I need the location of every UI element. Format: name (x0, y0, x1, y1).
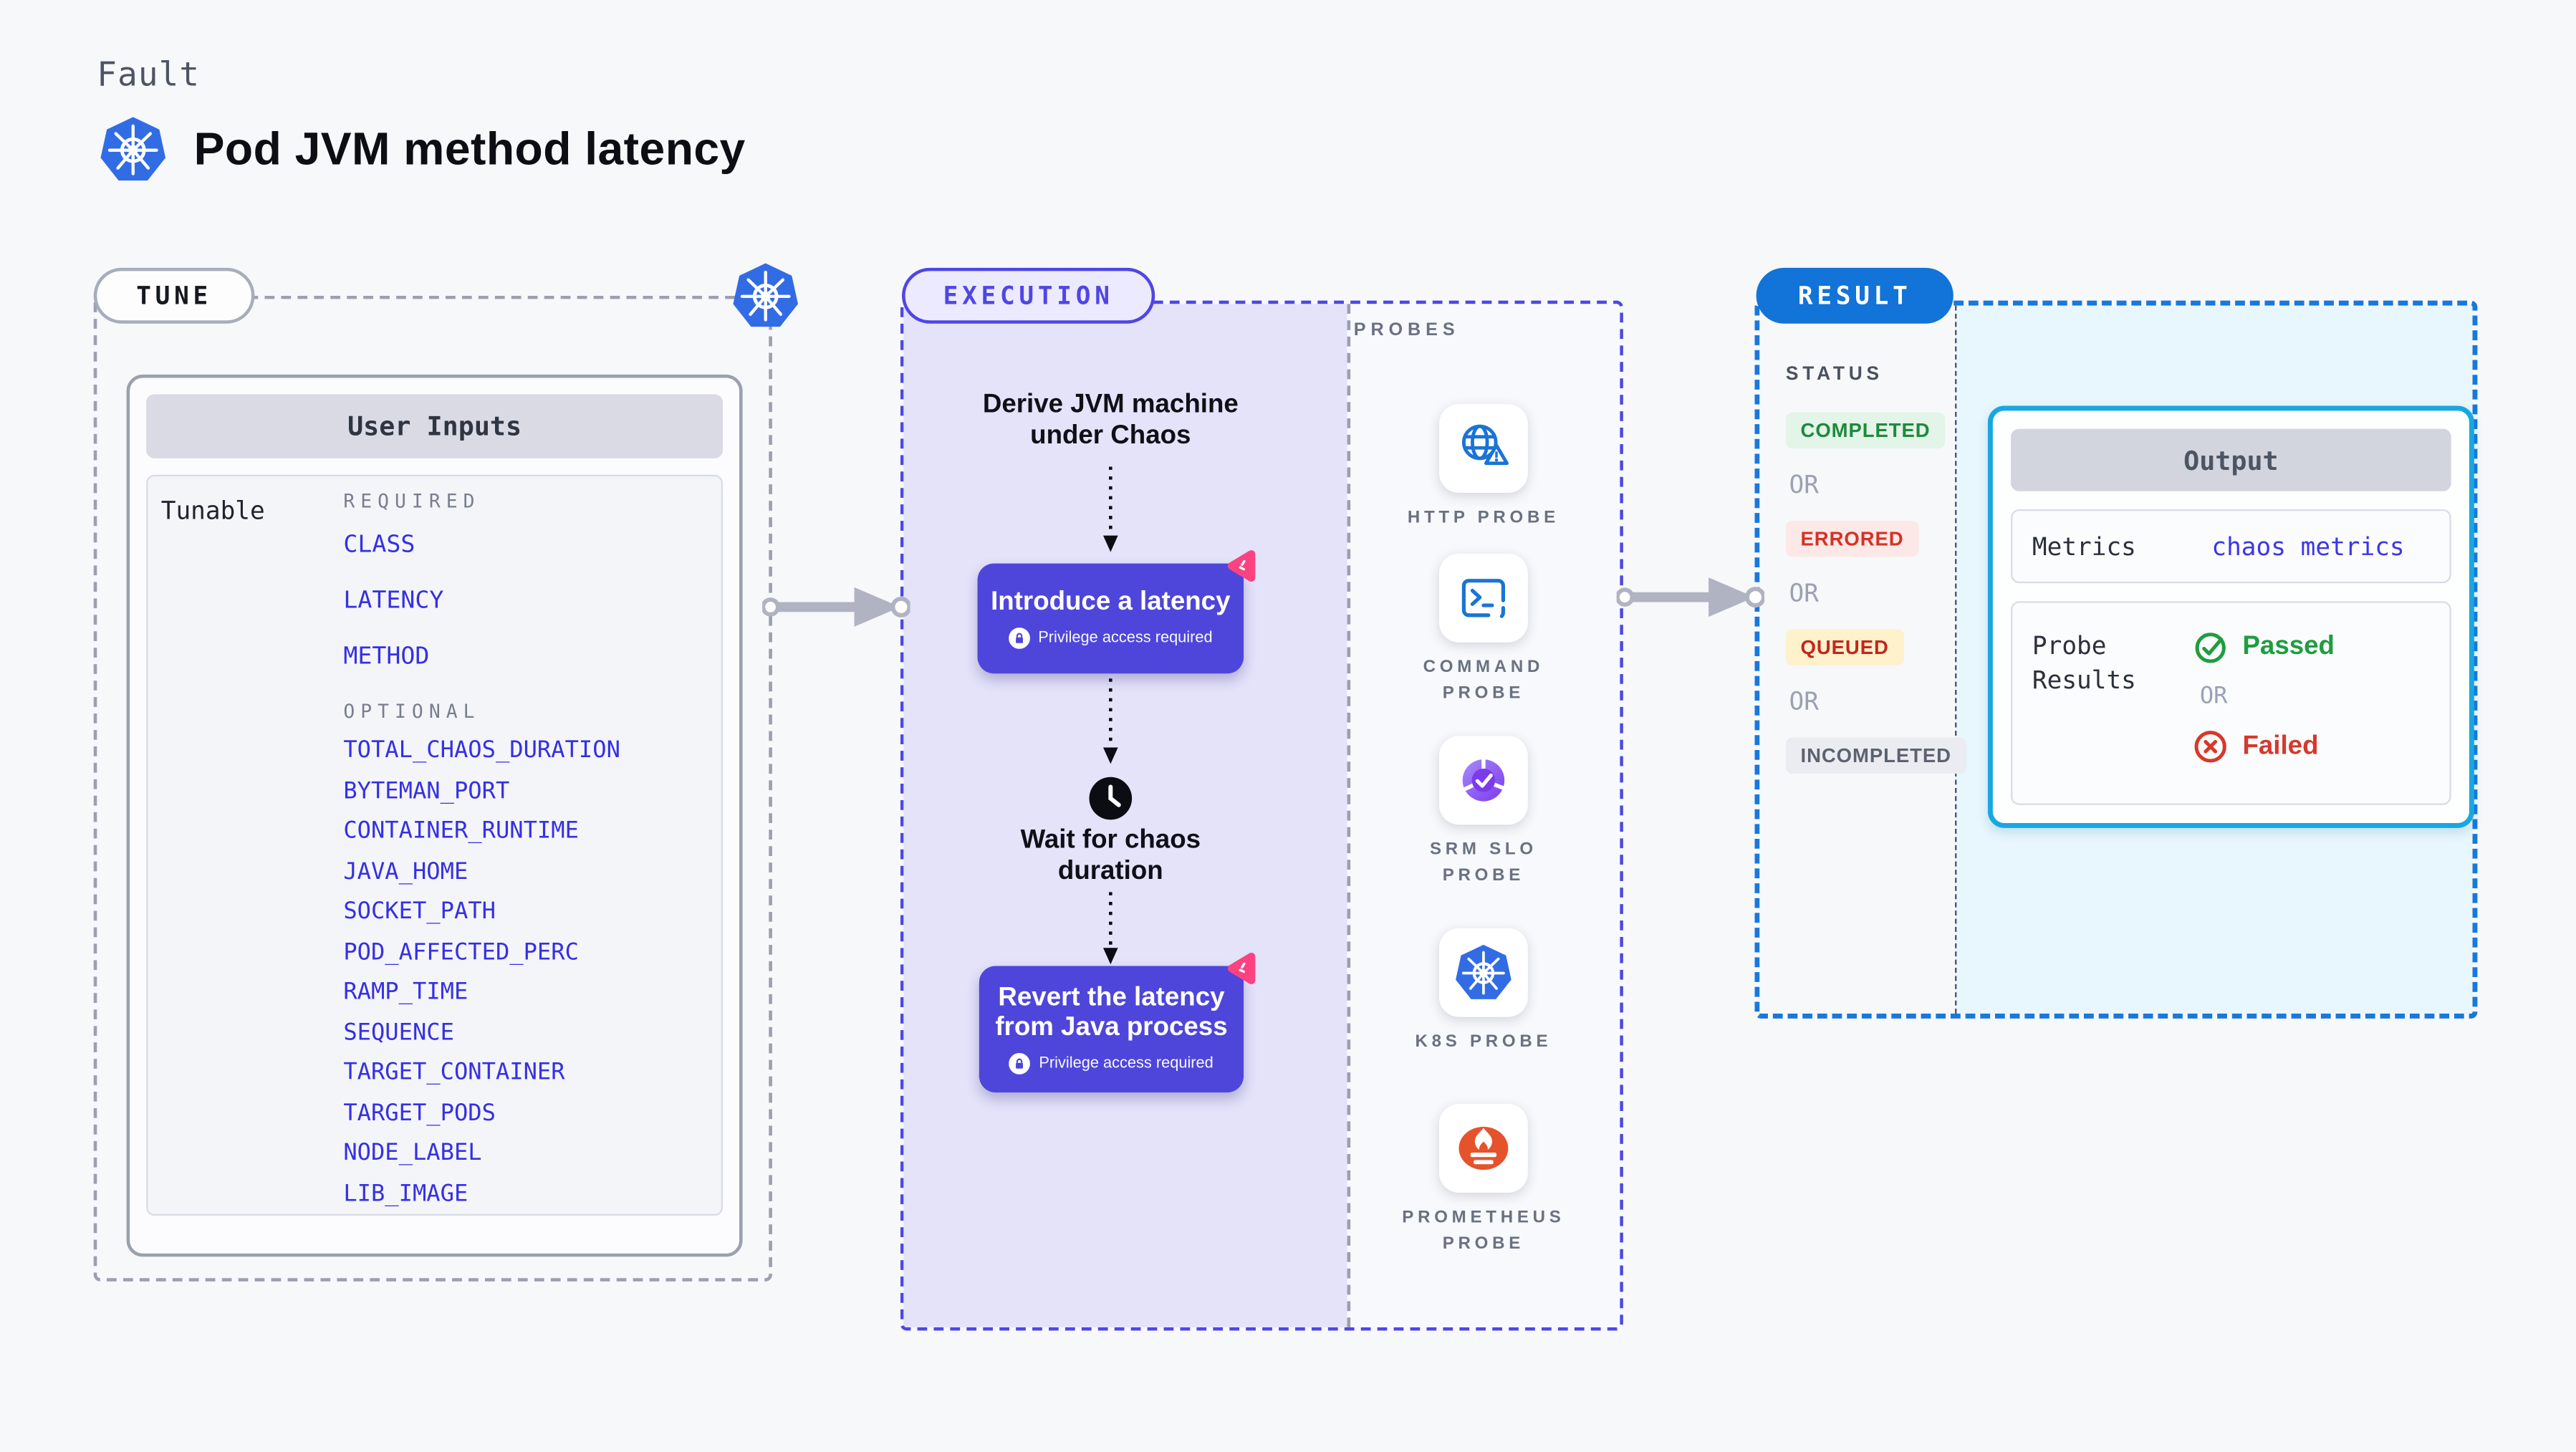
probe-item: K8S PROBE (1360, 928, 1607, 1056)
dotted-down-arrow (1102, 466, 1118, 552)
metrics-row: Metrics chaos metrics (2011, 509, 2451, 584)
optional-param: POD_AFFECTED_PERC (343, 938, 579, 966)
or-separator: OR (1789, 686, 1819, 716)
probe-results-label: Probe Results (2032, 630, 2136, 696)
flow-arrow (762, 587, 910, 627)
dotted-down-arrow (1102, 678, 1118, 764)
passed-verdict: Passed (2193, 629, 2335, 663)
required-param: METHOD (343, 644, 430, 670)
required-param: CLASS (343, 532, 415, 559)
step-title: Revert the latency from Java process (995, 983, 1228, 1042)
optional-param: BYTEMAN_PORT (343, 777, 510, 804)
status-badge-incompleted: INCOMPLETED (1785, 737, 1966, 774)
fault-eyebrow-label: Fault (97, 54, 201, 94)
probe-item: SRM SLO PROBE (1360, 736, 1607, 889)
introduce-latency-step: Introduce a latency Privilege access req… (977, 550, 1256, 674)
optional-param: TOTAL_CHAOS_DURATION (343, 737, 620, 764)
wait-step-text: Wait for chaos duration (1020, 826, 1201, 885)
optional-param: LIB_IMAGE (343, 1180, 468, 1207)
execution-flow-area (903, 304, 1347, 1328)
optional-param: TARGET_CONTAINER (343, 1059, 565, 1086)
clock-icon (1089, 777, 1133, 820)
probes-label: PROBES (1353, 320, 1460, 340)
check-circle-icon (2195, 633, 2226, 663)
tunable-label: Tunable (160, 496, 265, 526)
probe-name: COMMAND PROBE (1423, 657, 1544, 703)
passed-label: Passed (2242, 631, 2335, 660)
parameter-list: REQUIRED CLASS LATENCY METHOD OPTIONAL T… (343, 489, 620, 1221)
user-inputs-card: User Inputs Tunable REQUIRED CLASS LATEN… (126, 374, 743, 1257)
optional-param: NODE_LABEL (343, 1140, 482, 1167)
status-badge-errored: ERRORED (1785, 520, 1919, 557)
tune-section-box (93, 295, 772, 1282)
optional-param: SEQUENCE (343, 1019, 454, 1046)
probe-tile (1438, 404, 1528, 494)
status-badge-completed: COMPLETED (1785, 412, 1946, 449)
privilege-note: Privilege access required (1039, 1055, 1213, 1074)
revert-latency-step: Revert the latency from Java process Pri… (979, 952, 1256, 1093)
status-badge-queued: QUEUED (1785, 629, 1904, 665)
required-section-label: REQUIRED (343, 489, 481, 513)
probe-results-row: Probe Results Passed OR Failed (2011, 601, 2451, 805)
user-inputs-body: Tunable REQUIRED CLASS LATENCY METHOD OP… (146, 474, 724, 1216)
probe-item: PROMETHEUS PROBE (1360, 1104, 1607, 1257)
derive-step-text: Derive JVM machine under Chaos (982, 390, 1239, 451)
lock-icon (1008, 628, 1030, 650)
probe-tile (1438, 928, 1528, 1017)
optional-param: TARGET_PODS (343, 1100, 496, 1127)
lock-icon (1009, 1053, 1031, 1075)
metrics-value: chaos metrics (2211, 531, 2405, 562)
probe-name: HTTP PROBE (1407, 507, 1559, 528)
or-separator: OR (2199, 683, 2228, 710)
flow-arrow (1616, 577, 1765, 617)
probe-name: PROMETHEUS PROBE (1402, 1207, 1565, 1254)
tune-pill: TUNE (93, 267, 255, 324)
probe-tile (1438, 553, 1528, 643)
probe-name: K8S PROBE (1415, 1032, 1552, 1052)
failed-label: Failed (2242, 731, 2319, 760)
page-title: Pod JVM method latency (193, 123, 746, 175)
probe-tile (1438, 1104, 1528, 1193)
status-label: STATUS (1785, 365, 1883, 385)
terminal-icon (1461, 579, 1506, 618)
optional-param: RAMP_TIME (343, 979, 468, 1006)
result-pill: RESULT (1756, 267, 1953, 324)
output-card: Output Metrics chaos metrics Probe Resul… (1987, 405, 2474, 828)
chaos-experiment-icon (1227, 952, 1256, 984)
probe-name: SRM SLO PROBE (1429, 839, 1537, 885)
output-header: Output (2011, 428, 2451, 491)
privilege-note: Privilege access required (1038, 629, 1213, 648)
chaos-experiment-icon (1227, 550, 1256, 582)
globe-alert-icon (1461, 424, 1509, 466)
kubernetes-icon (1454, 943, 1514, 1002)
probe-item: COMMAND PROBE (1360, 553, 1607, 707)
or-separator: OR (1789, 469, 1819, 500)
kubernetes-icon (99, 115, 168, 184)
dotted-down-arrow (1102, 892, 1118, 965)
optional-param: CONTAINER_RUNTIME (343, 818, 579, 845)
user-inputs-header: User Inputs (146, 394, 724, 458)
optional-section-label: OPTIONAL (343, 699, 481, 723)
kubernetes-icon (731, 261, 800, 330)
step-title: Introduce a latency (991, 587, 1231, 616)
probe-item: HTTP PROBE (1360, 404, 1607, 532)
required-param: LATENCY (343, 588, 444, 615)
slo-pie-icon (1461, 756, 1506, 802)
prometheus-icon (1458, 1126, 1509, 1170)
metrics-label: Metrics (2032, 531, 2136, 562)
x-circle-icon (2194, 731, 2226, 763)
failed-verdict: Failed (2193, 729, 2335, 764)
status-list: STATUS COMPLETED OR ERRORED OR QUEUED OR… (1785, 365, 1966, 774)
or-separator: OR (1789, 578, 1819, 608)
execution-pill: EXECUTION (902, 267, 1155, 324)
probe-tile (1438, 736, 1528, 825)
optional-param: SOCKET_PATH (343, 898, 496, 925)
optional-param: JAVA_HOME (343, 858, 468, 885)
